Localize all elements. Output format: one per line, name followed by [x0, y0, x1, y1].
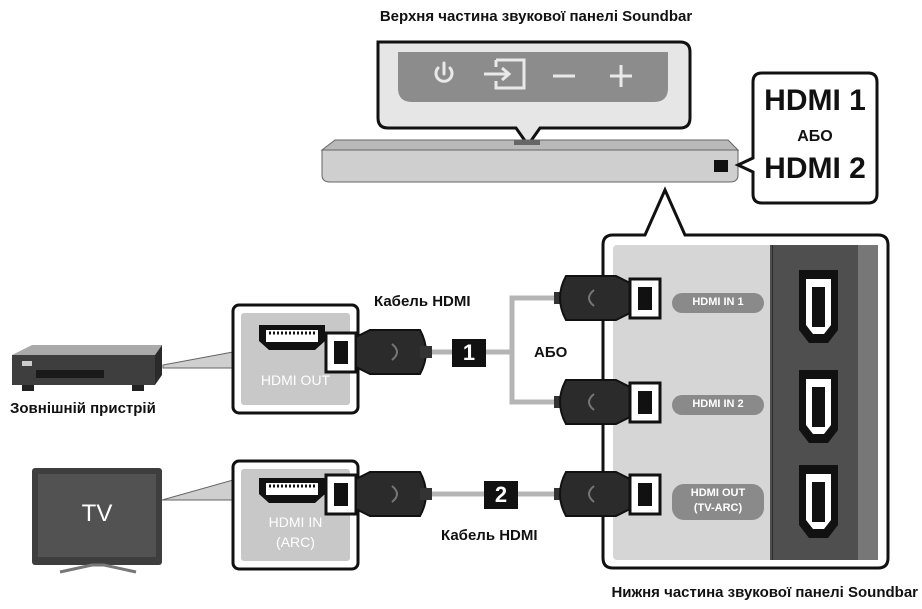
- badge-1-label: 1: [462, 340, 476, 365]
- external-device-player: [12, 345, 162, 391]
- port-pill-hdmi-in-2: [672, 395, 764, 415]
- hdmi-plug-soundbar-3: [554, 471, 662, 517]
- volume-up-icon: [610, 65, 632, 87]
- soundbar-body: [320, 139, 740, 183]
- soundbar-top-caption: Верхня частина звукової панелі Soundbar: [379, 8, 693, 25]
- tv-port-label-1: HDMI IN: [268, 514, 323, 530]
- hdmi-socket-3: [799, 465, 838, 538]
- port-pill-hdmi-in-1: [672, 293, 764, 313]
- hdmi-socket-1: [799, 270, 838, 343]
- tv-screen-text: TV: [81, 500, 113, 527]
- hdmi-socket-2: [799, 370, 838, 443]
- hdmi-plug-soundbar-2: [554, 379, 662, 425]
- soundbar-top-panel: [376, 40, 692, 148]
- cable-label-2: Кабель HDMI: [441, 527, 538, 544]
- hdmi-plug-tv: [324, 471, 432, 517]
- port-label-hdmi-out: HDMI OUT: [690, 487, 746, 499]
- port-label-tv-arc: (TV-ARC): [693, 502, 743, 514]
- callout-hdmi-2: HDMI 2: [764, 152, 866, 185]
- soundbar-bottom-caption: Нижня частина звукової панелі Soundbar: [611, 584, 918, 601]
- hdmi-callout-box: [734, 71, 879, 205]
- badge-1: [452, 339, 486, 367]
- source-icon: [484, 58, 526, 90]
- or-label: АБО: [534, 344, 568, 361]
- external-device-caption: Зовнішній пристрій: [10, 400, 156, 417]
- power-icon: [434, 61, 454, 83]
- port-label-hdmi-in-1: HDMI IN 1: [692, 296, 744, 308]
- tv-port-label-2: (ARC): [276, 534, 315, 550]
- badge-2-label: 2: [494, 482, 508, 507]
- port-label-hdmi-in-2: HDMI IN 2: [692, 398, 744, 410]
- tv-port-panel: [161, 459, 360, 571]
- cable-lines: [430, 295, 560, 497]
- callout-hdmi-1: HDMI 1: [764, 84, 866, 117]
- port-pill-hdmi-out-arc: [672, 484, 764, 520]
- tv-device: [32, 468, 162, 574]
- hdmi-plug-device: [324, 329, 432, 375]
- badge-2: [484, 481, 518, 509]
- external-device-port-label: HDMI OUT: [260, 372, 331, 388]
- cable-label-1: Кабель HDMI: [374, 293, 471, 310]
- callout-or: АБО: [797, 128, 833, 145]
- hdmi-plug-soundbar-1: [554, 275, 662, 321]
